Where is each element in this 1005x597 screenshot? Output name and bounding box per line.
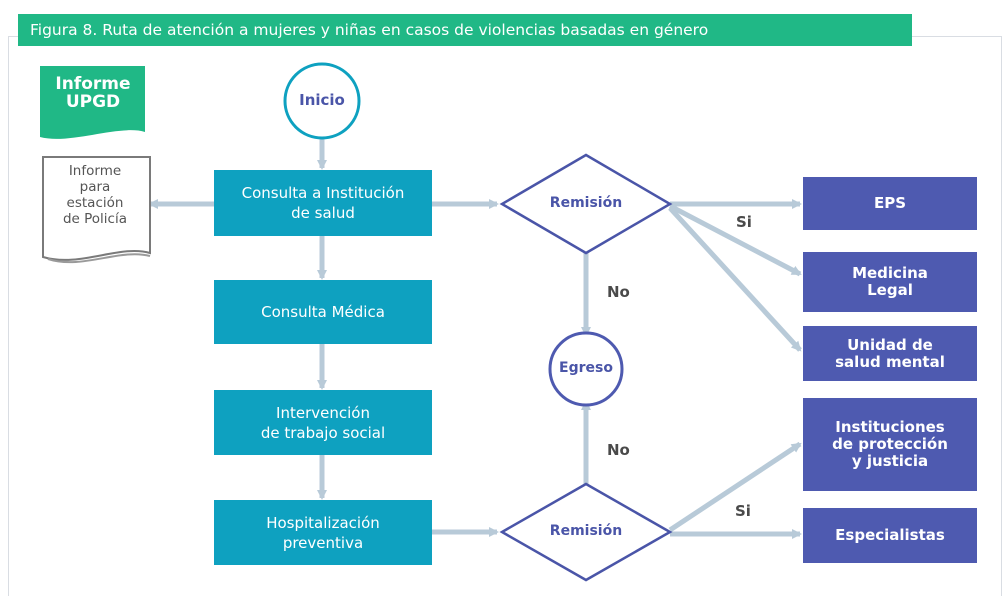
arrow-si-to-instituciones <box>668 441 802 533</box>
step-trabajo-social: Intervención de trabajo social <box>214 390 432 455</box>
step-consulta-institucion: Consulta a Institución de salud <box>214 170 432 236</box>
dest-salud-mental: Unidad de salud mental <box>803 326 977 381</box>
arrow-si-to-medicina-legal <box>668 203 802 277</box>
police-document-label: Informe para estación de Policía <box>62 163 128 227</box>
dest-eps: EPS <box>803 177 977 230</box>
decision-diamond-bottom <box>499 482 673 582</box>
dest-especialistas: Especialistas <box>803 508 977 563</box>
upgd-badge-label: Informe UPGD <box>55 74 131 112</box>
police-document-shape <box>42 156 151 261</box>
step-consulta-medica: Consulta Médica <box>214 280 432 344</box>
upgd-badge-shape <box>40 66 145 139</box>
figure-title: Figura 8. Ruta de atención a mujeres y n… <box>18 14 912 46</box>
end-node <box>548 331 624 407</box>
step-hospitalizacion: Hospitalización preventiva <box>214 500 432 565</box>
dest-instituciones: Instituciones de protección y justicia <box>803 398 977 491</box>
end-label: Egreso <box>559 360 613 376</box>
dest-medicina-legal: Medicina Legal <box>803 252 977 312</box>
edge-label-si-top: Si <box>736 213 752 231</box>
decision-label-bottom: Remisión <box>549 523 623 539</box>
start-label: Inicio <box>299 91 345 109</box>
decision-diamond-top <box>499 153 673 255</box>
start-node <box>283 62 361 140</box>
edge-label-si-bottom: Si <box>735 502 751 520</box>
edge-label-no-top: No <box>607 283 630 301</box>
arrow-si-to-salud-mental <box>668 206 802 352</box>
edge-label-no-bottom: No <box>607 441 630 459</box>
document-shadow <box>47 253 151 264</box>
decision-label-top: Remisión <box>549 195 623 211</box>
